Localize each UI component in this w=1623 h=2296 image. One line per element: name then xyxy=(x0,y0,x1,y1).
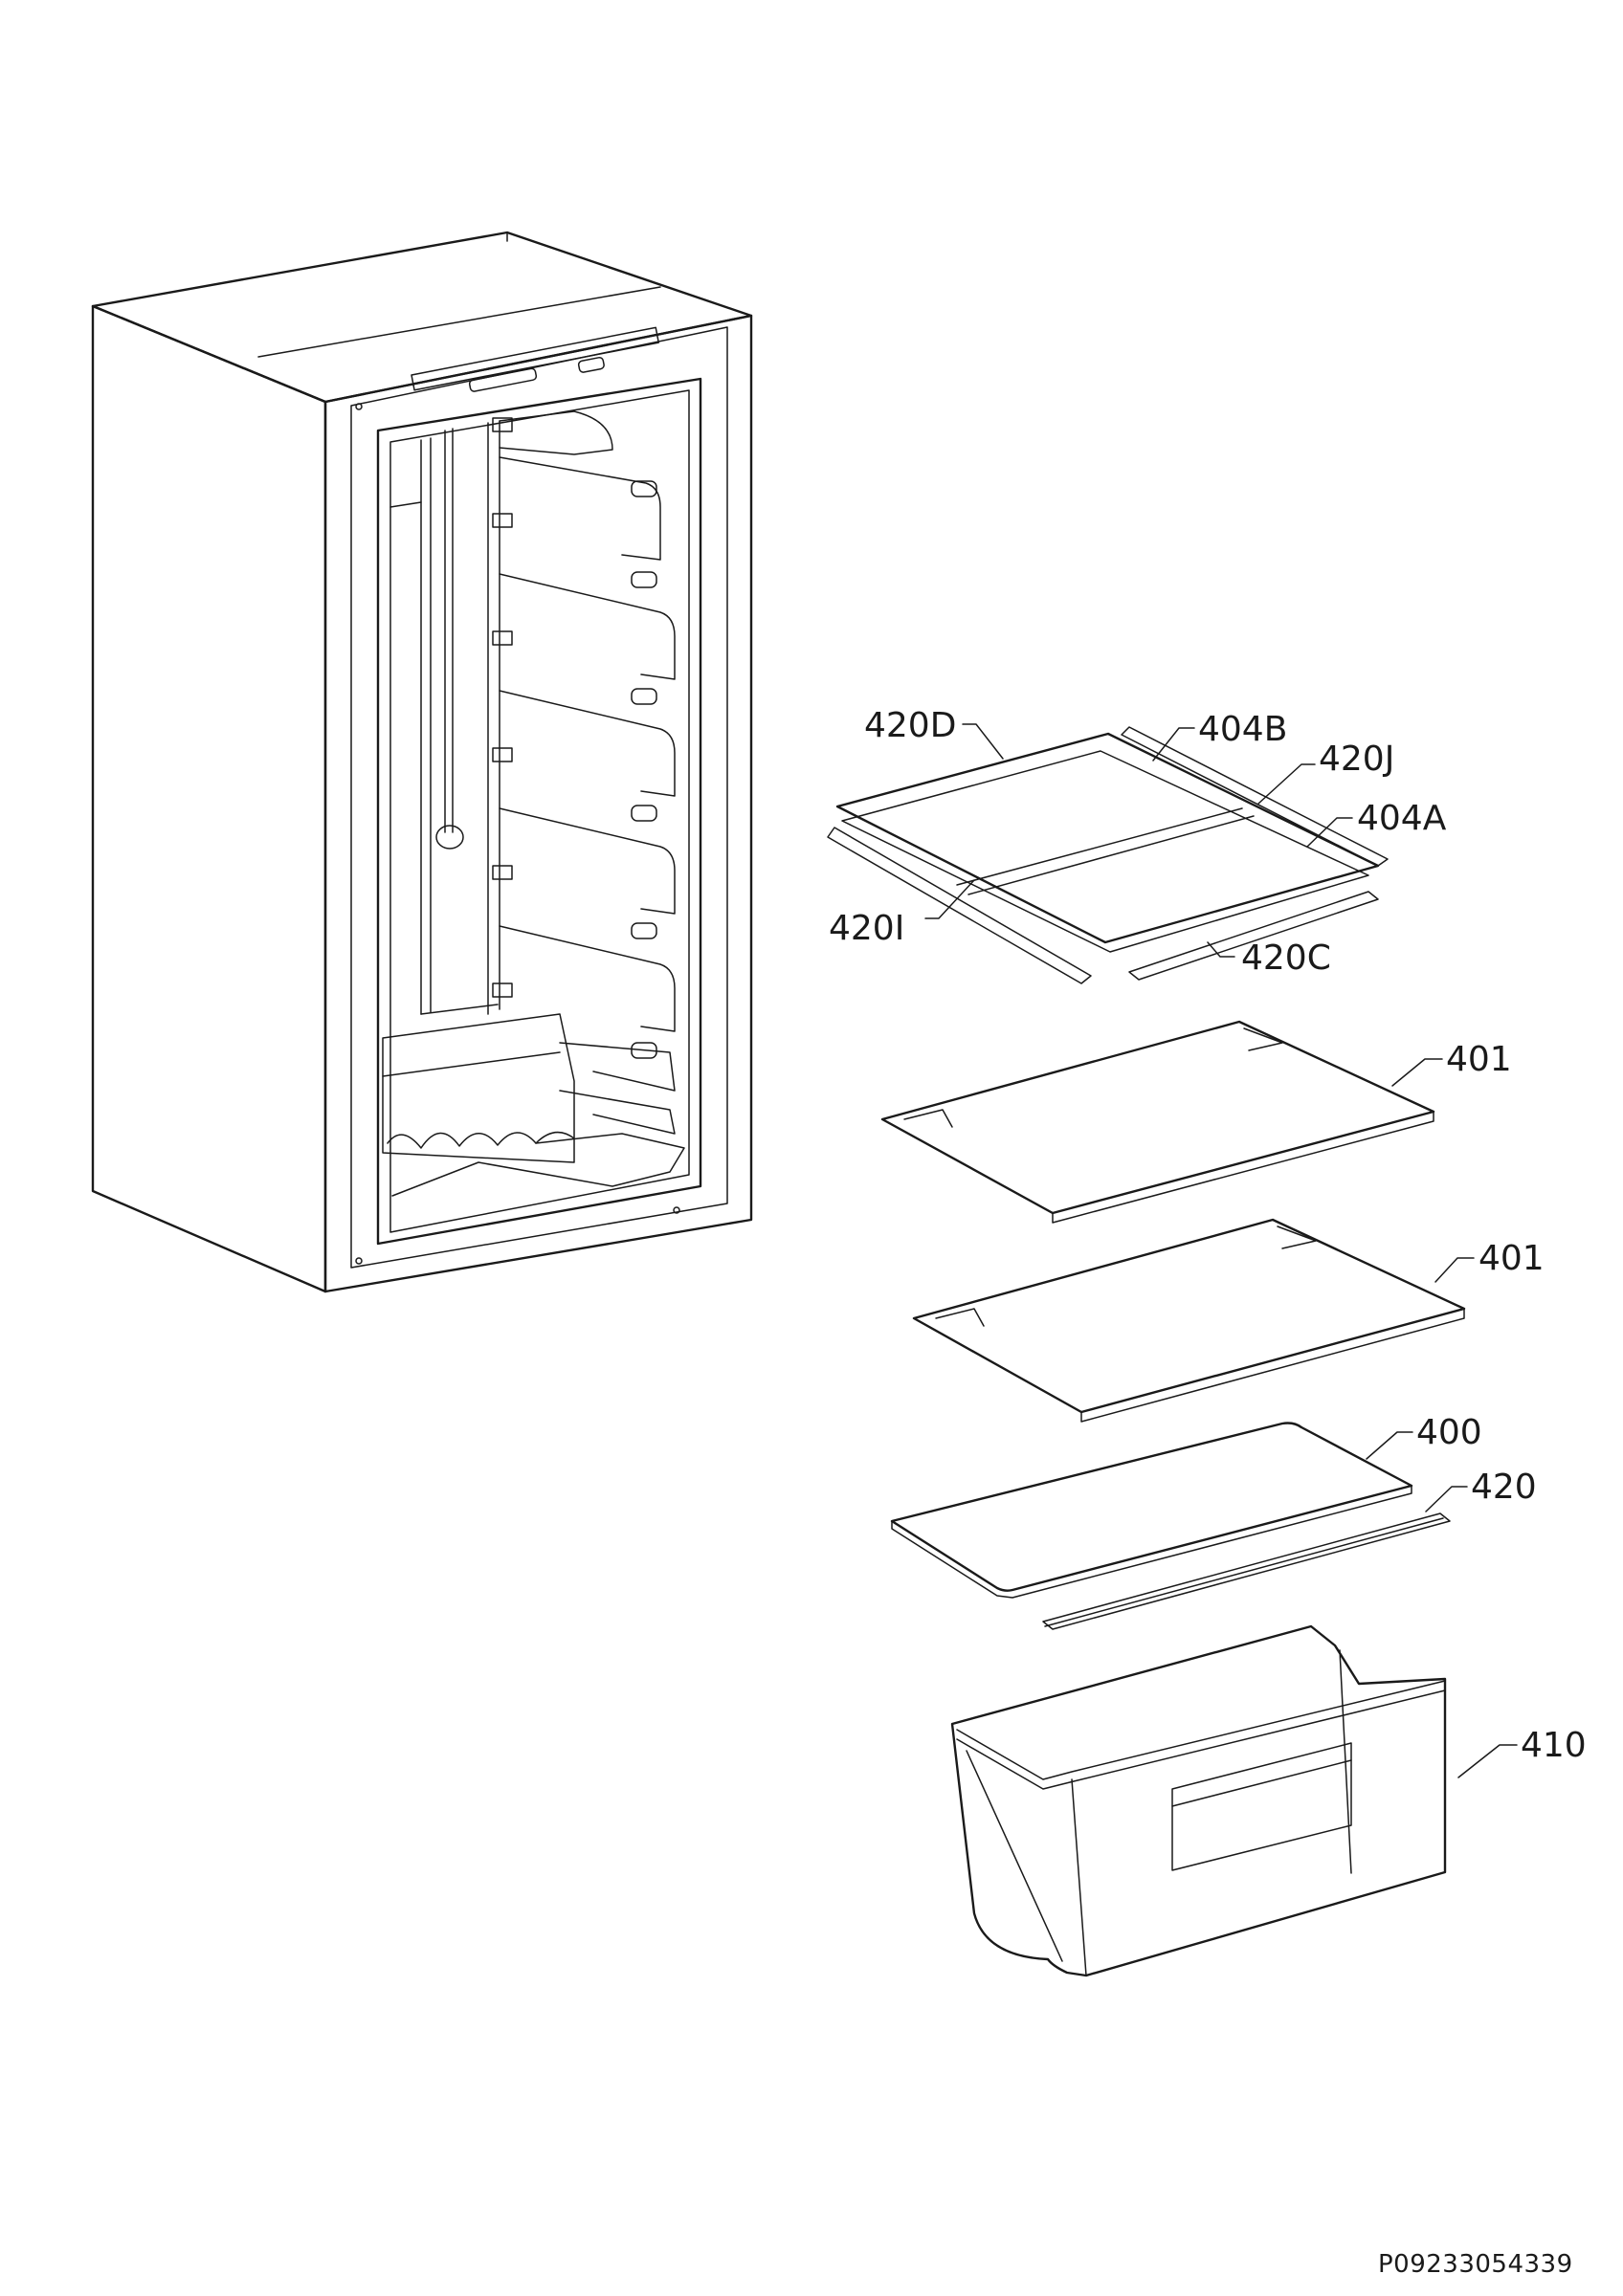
callout-401-lower: 401 xyxy=(1478,1239,1545,1278)
fridge-cabinet xyxy=(91,231,753,1293)
split-shelf-assembly xyxy=(827,726,1389,984)
cabinet-inner-liner xyxy=(376,377,702,1246)
glass-shelf-401-lower xyxy=(912,1218,1466,1423)
callout-420: 420 xyxy=(1471,1468,1537,1507)
glass-shelf-401-upper xyxy=(880,1020,1435,1224)
callout-401-upper: 401 xyxy=(1446,1040,1512,1079)
cabinet-front-frame xyxy=(323,314,753,1293)
callout-420D: 420D xyxy=(864,706,956,745)
callout-420I: 420I xyxy=(829,909,904,948)
callout-410: 410 xyxy=(1521,1726,1587,1765)
glass-plate-400 xyxy=(890,1422,1413,1599)
document-id: P09233054339 xyxy=(1378,2250,1573,2279)
callout-404B: 404B xyxy=(1198,710,1287,749)
crisper-drawer-410 xyxy=(950,1624,1447,1977)
callout-404A: 404A xyxy=(1357,799,1447,838)
callout-leaders xyxy=(924,723,1518,1778)
callout-400: 400 xyxy=(1416,1413,1482,1452)
cabinet-top-panel xyxy=(91,231,753,404)
callout-420J: 420J xyxy=(1319,740,1394,779)
shelf-clips xyxy=(492,417,657,1059)
cabinet-side-panel xyxy=(91,304,327,1293)
trim-strip-420 xyxy=(1042,1512,1451,1630)
shelf-support-ribs xyxy=(499,410,676,1135)
callout-420C: 420C xyxy=(1241,938,1331,978)
